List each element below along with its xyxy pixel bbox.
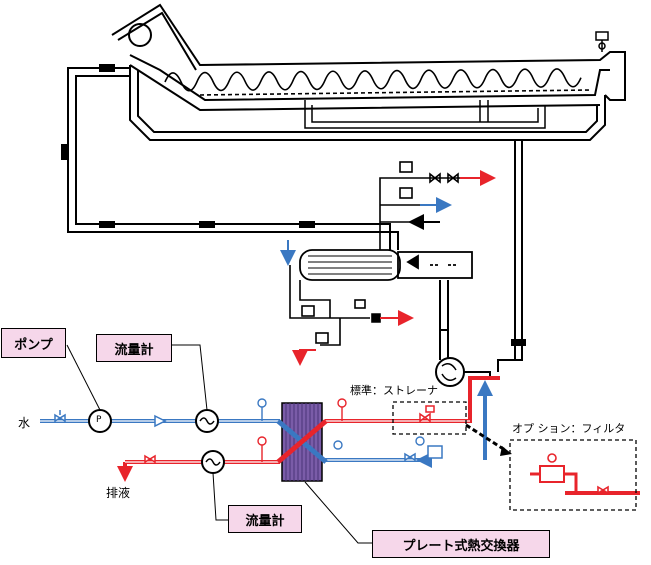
callout-leaders bbox=[66, 344, 372, 544]
pressure-gauges bbox=[257, 398, 425, 462]
drive-drum bbox=[128, 23, 152, 47]
drain-arrow-b bbox=[292, 349, 316, 366]
heater-unit bbox=[299, 249, 473, 360]
tank-conveyor bbox=[111, 3, 626, 141]
flowmeter-callout-top: 流量計 bbox=[96, 334, 172, 362]
strainer-box bbox=[392, 401, 467, 435]
plate-heat-exchanger bbox=[276, 402, 328, 482]
water-label: 水 bbox=[18, 416, 31, 430]
flowmeter-upper bbox=[195, 409, 219, 433]
utility-manifold bbox=[379, 161, 460, 250]
drain-valve bbox=[144, 454, 156, 464]
condensate-line bbox=[289, 265, 381, 346]
vent-valve bbox=[595, 31, 609, 52]
circulation-pump bbox=[435, 357, 491, 387]
return-pipe-right bbox=[497, 140, 526, 372]
drain-label: 排液 bbox=[106, 486, 131, 500]
inlet-valve bbox=[54, 410, 66, 423]
return-pipe-left bbox=[61, 64, 399, 250]
strainer-label: 標準：ストレーナ bbox=[350, 384, 438, 397]
plate-hx-callout: プレート式熱交換器 bbox=[372, 530, 550, 558]
flowmeter-lower bbox=[201, 450, 225, 474]
option-filter-label: オプ ション：フィルタ bbox=[512, 422, 626, 435]
strainer-symbol bbox=[419, 405, 435, 423]
pump-callout: ポンプ bbox=[1, 328, 66, 358]
option-filter-box bbox=[509, 439, 637, 511]
screw-conveyor bbox=[164, 68, 591, 96]
flowmeter-callout-bottom: 流量計 bbox=[228, 505, 302, 533]
pump-symbol-label: P bbox=[96, 415, 102, 425]
cold-control-valve bbox=[404, 445, 443, 462]
check-valve bbox=[154, 414, 167, 428]
option-filter-symbol bbox=[530, 453, 609, 495]
option-link-arrowhead bbox=[500, 446, 512, 456]
